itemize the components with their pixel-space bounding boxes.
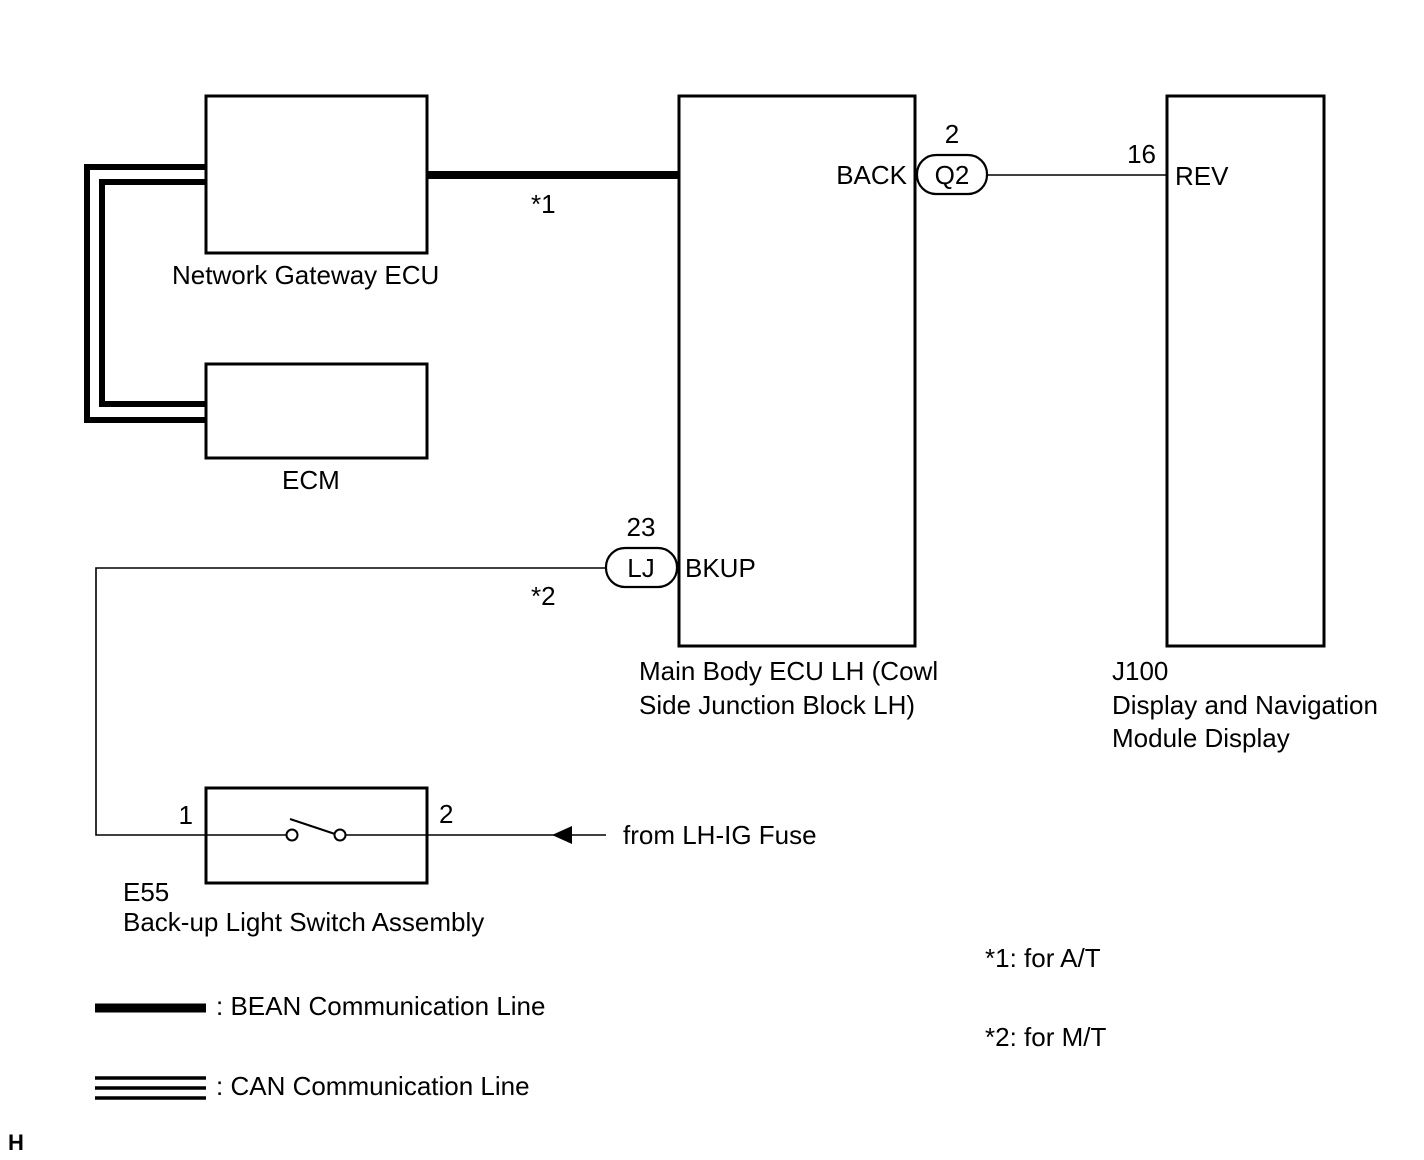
pin-rev-label: REV	[1175, 161, 1229, 191]
ecm-box	[204, 362, 429, 460]
pin-bkup-label: BKUP	[685, 553, 756, 583]
fuse-source-label: from LH-IG Fuse	[623, 820, 817, 850]
main-body-ecu-label-line2: Side Junction Block LH)	[639, 690, 915, 720]
connector-q2	[915, 153, 989, 196]
network-gateway-ecu-box	[204, 94, 429, 255]
annotation-star1: *1	[531, 189, 556, 219]
backup-switch-code: E55	[123, 877, 169, 907]
pin-rev-number: 16	[1127, 139, 1156, 169]
can-line-gateway-ecm	[84, 164, 206, 423]
network-gateway-ecu-label: Network Gateway ECU	[172, 260, 439, 290]
note-1: *1: for A/T	[985, 943, 1101, 973]
wire-bkup-switch	[95, 567, 606, 836]
display-label-line1: Display and Navigation	[1112, 690, 1378, 720]
switch-contact-right	[333, 828, 347, 842]
pin-back-label: BACK	[836, 160, 907, 190]
corner-mark: H	[8, 1130, 24, 1155]
note-2: *2: for M/T	[985, 1022, 1106, 1052]
display-label-line2: Module Display	[1112, 723, 1290, 753]
switch-pin-1: 1	[179, 800, 193, 830]
connector-q2-label: Q2	[935, 160, 970, 190]
connector-lj-label: LJ	[627, 553, 654, 583]
connector-lj	[604, 546, 679, 589]
display-code: J100	[1112, 656, 1168, 686]
legend-can-swatch	[95, 1076, 206, 1100]
switch-contact-left	[285, 828, 299, 842]
switch-lever	[289, 818, 336, 835]
fuse-arrow-icon	[552, 826, 572, 844]
switch-pin-2: 2	[439, 799, 453, 829]
legend-bean-label: : BEAN Communication Line	[216, 991, 545, 1021]
legend-can-label: : CAN Communication Line	[216, 1071, 530, 1101]
display-module-box	[1165, 94, 1326, 648]
ecm-label: ECM	[282, 465, 340, 495]
pin-back-number: 2	[945, 119, 959, 149]
main-body-ecu-label-line1: Main Body ECU LH (Cowl	[639, 656, 938, 686]
backup-switch-label: Back-up Light Switch Assembly	[123, 907, 484, 937]
pin-bkup-number: 23	[627, 512, 656, 542]
main-body-ecu-box	[677, 94, 917, 648]
annotation-star2: *2	[531, 581, 556, 611]
